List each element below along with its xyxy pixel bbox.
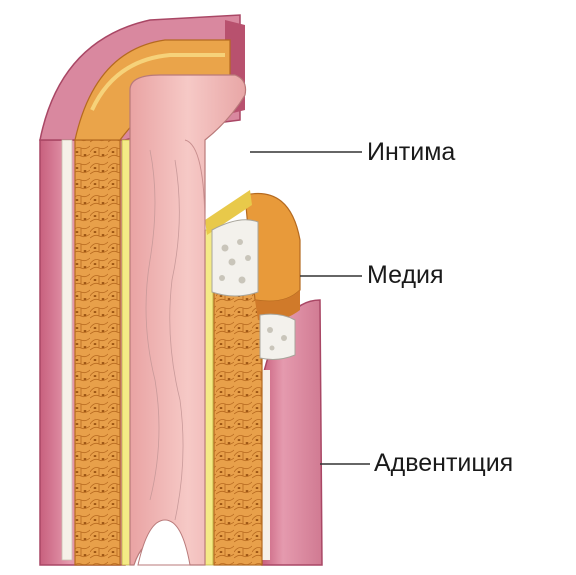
- adventitia-label: Адвентиция: [374, 451, 513, 476]
- media-label: Медия: [367, 263, 444, 288]
- intima-label: Интима: [367, 140, 455, 165]
